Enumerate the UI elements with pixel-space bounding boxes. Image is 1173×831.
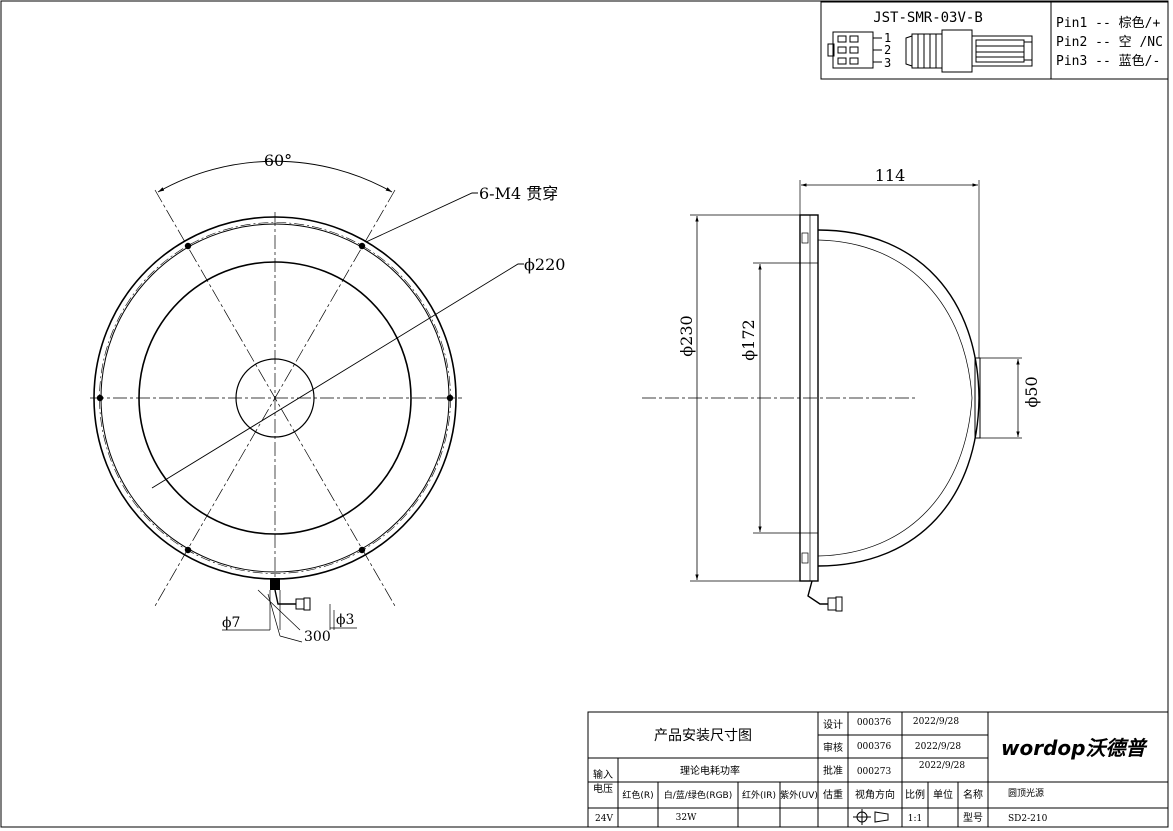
- projection-symbol-icon: [853, 809, 889, 825]
- top-dia-label: ϕ50: [1022, 376, 1041, 407]
- holes-leader: [365, 192, 478, 243]
- drawing-title: 产品安装尺寸图: [654, 728, 752, 744]
- company-logo: wordop沃德普: [1001, 736, 1148, 760]
- unit-label: 单位: [933, 788, 953, 801]
- top-cap: [974, 357, 981, 439]
- col-ir: 红外(IR): [742, 789, 776, 801]
- cable-length-label: 300: [304, 629, 331, 645]
- title-block: [587, 711, 1169, 828]
- approve-code: 000273: [857, 767, 892, 777]
- connector-model: JST-SMR-03V-B: [873, 10, 983, 26]
- design-date: 2022/9/28: [913, 717, 959, 727]
- depth-label: 114: [875, 166, 906, 185]
- mount-hole: [358, 546, 366, 554]
- scale-label: 比例: [905, 788, 925, 801]
- view-dir-label: 视角方向: [855, 788, 895, 801]
- mount-hole: [96, 394, 104, 402]
- side-cable: [807, 580, 828, 605]
- side-view: 114 ϕ230 ϕ172 ϕ50: [642, 166, 1041, 612]
- diameter-label: ϕ220: [524, 255, 565, 274]
- approve-date: 2022/9/28: [919, 761, 965, 771]
- outer-dia-label: ϕ230: [677, 315, 696, 356]
- mount-hole: [358, 242, 366, 250]
- pin-number-3: 3: [884, 56, 891, 70]
- pin3-text: Pin3 -- 蓝色/-: [1056, 53, 1160, 69]
- pin-number-2: 2: [884, 43, 891, 57]
- name-value: 圆顶光源: [1008, 787, 1044, 799]
- mount-hole: [446, 394, 454, 402]
- col-white: 白/蓝/绿色(RGB): [664, 789, 733, 801]
- connector-box: JST-SMR-03V-B 1 2 3: [820, 1, 1169, 80]
- col-uv: 紫外(UV): [780, 789, 818, 801]
- model-value: SD2-210: [1008, 814, 1048, 824]
- connector-dia-label: ϕ3: [336, 612, 354, 628]
- front-view: 60° 6-M4 贯穿 ϕ220 ϕ7 ϕ3 300: [90, 151, 565, 645]
- angle-arc: [157, 160, 393, 193]
- dome: [817, 229, 980, 567]
- holes-label: 6-M4 贯穿: [479, 184, 558, 203]
- design-label: 设计: [823, 718, 843, 731]
- angle-label: 60°: [264, 151, 292, 170]
- approve-label: 批准: [823, 764, 843, 777]
- connector-front-icon: [827, 31, 882, 69]
- scale-value: 1:1: [908, 814, 922, 824]
- mount-hole: [184, 546, 192, 554]
- connector-side-icon: [905, 29, 1033, 73]
- review-label: 审核: [823, 741, 843, 754]
- pin1-text: Pin1 -- 棕色/+: [1056, 15, 1160, 31]
- flange: [799, 214, 819, 582]
- pin-number-1: 1: [884, 31, 891, 45]
- diameter-leader: [151, 263, 524, 489]
- voltage-value: 24V: [595, 814, 613, 824]
- model-label: 型号: [963, 811, 983, 824]
- pin2-text: Pin2 -- 空 /NC: [1056, 35, 1163, 50]
- name-label: 名称: [963, 788, 983, 801]
- review-date: 2022/9/28: [915, 742, 961, 752]
- review-code: 000376: [857, 742, 892, 752]
- cable-dia-label: ϕ7: [222, 615, 240, 631]
- inner-dia-label: ϕ172: [739, 319, 758, 360]
- cable-outlet: [222, 578, 357, 643]
- title-block-text: 产品安装尺寸图 设计 000376 2022/9/28 审核 000376 20…: [593, 717, 1148, 825]
- weight-label: 估重: [823, 788, 843, 801]
- col-red: 红色(R): [622, 789, 653, 801]
- power-value: 32W: [676, 813, 697, 823]
- design-code: 000376: [857, 718, 892, 728]
- power-label: 理论电耗功率: [680, 764, 740, 777]
- input-voltage-label: 输入电压: [593, 768, 613, 795]
- mount-hole: [184, 242, 192, 250]
- center-line-120: [154, 189, 396, 607]
